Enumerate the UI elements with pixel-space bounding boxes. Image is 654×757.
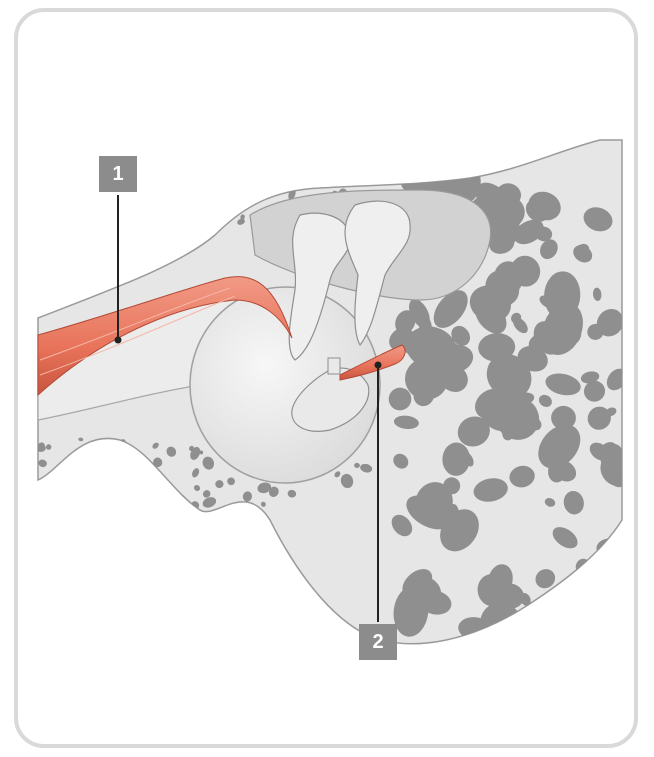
label-2-text: 2 — [372, 631, 383, 654]
bone-pore — [42, 491, 47, 497]
bone-pore — [113, 447, 121, 453]
bone-pore — [68, 498, 80, 510]
bone-pore — [231, 200, 239, 208]
label-1-text: 1 — [112, 163, 123, 186]
bone-pore — [552, 581, 595, 619]
bone-pore — [222, 196, 230, 205]
bone-pore — [596, 582, 631, 630]
bone-pore — [69, 496, 77, 504]
bone-pore — [236, 197, 245, 206]
bone-pore — [69, 484, 77, 493]
bone-pore — [224, 198, 234, 208]
bone-pore — [168, 490, 179, 501]
bone-pore — [185, 223, 198, 235]
bone-pore — [548, 588, 584, 621]
bone-pore — [526, 597, 570, 646]
bone-pore — [213, 207, 221, 215]
label-2: 2 — [359, 624, 397, 660]
bone-pore — [130, 474, 142, 486]
label-1: 1 — [99, 156, 137, 192]
bone-pore — [214, 209, 223, 218]
bone-pore — [93, 465, 101, 473]
leader-dot-1 — [115, 337, 122, 344]
bone-pore — [226, 185, 235, 195]
bone-pore — [587, 602, 604, 629]
bone-pore — [65, 485, 80, 499]
bone-pore — [69, 486, 73, 491]
bone-pore — [601, 556, 637, 582]
bone-pore — [192, 217, 198, 225]
leader-dot-2 — [375, 362, 382, 369]
bone-pore — [214, 204, 221, 211]
bone-pore — [82, 448, 91, 460]
bone-pore — [75, 451, 85, 459]
bone-pore — [78, 489, 90, 501]
bone-pore — [47, 476, 52, 482]
bone-pore — [210, 208, 227, 223]
bone-pore — [121, 476, 128, 483]
bone-pore — [240, 190, 247, 196]
bone-pore — [132, 482, 141, 490]
bone-pore — [271, 185, 280, 195]
bone-pore — [123, 482, 128, 489]
bone-pore — [216, 208, 220, 212]
bone-pore — [193, 193, 198, 201]
stapes-neck — [328, 358, 340, 374]
